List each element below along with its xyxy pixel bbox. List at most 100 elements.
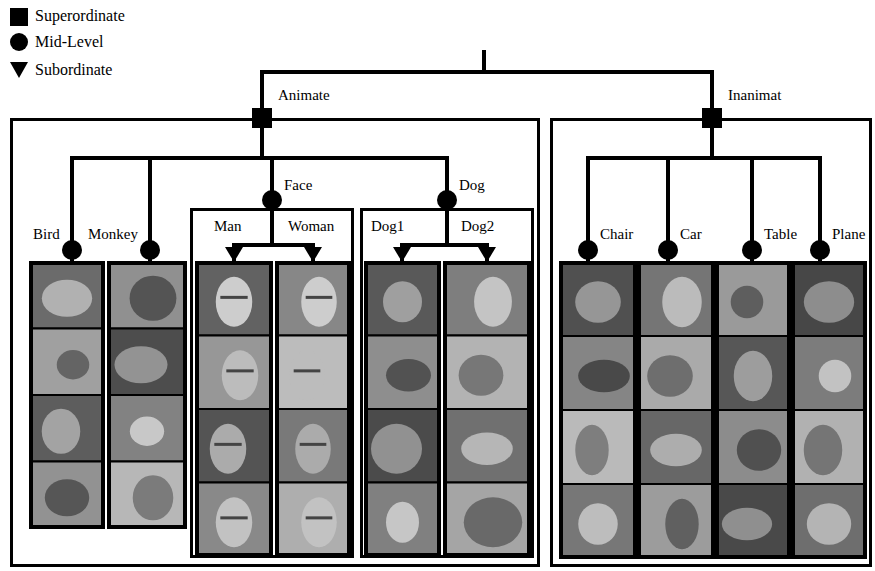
tree-branch — [262, 118, 447, 208]
category-column: Chair — [560, 262, 636, 558]
photo-subject — [133, 475, 174, 520]
photo-tile — [716, 410, 790, 484]
photo-tile — [638, 262, 714, 336]
photo-face — [301, 497, 337, 547]
category-label: Animate — [278, 87, 330, 104]
mid-level-marker — [262, 190, 282, 210]
photo-tile — [276, 336, 350, 410]
category-column: Man — [196, 262, 272, 556]
tree-branch — [72, 118, 262, 262]
photo-subject — [130, 276, 177, 321]
photo-tile — [108, 395, 186, 462]
photo-tile — [196, 336, 272, 410]
photo-tile — [444, 262, 530, 336]
photo-subject — [45, 479, 89, 516]
photo-subject — [114, 346, 167, 383]
photo-tile — [196, 483, 272, 557]
photo-tile — [276, 262, 350, 336]
category-column: Table — [716, 262, 790, 558]
photo-tile — [792, 262, 866, 336]
photo-face — [222, 350, 258, 400]
category-label: Dog2 — [461, 218, 494, 235]
category-label: Plane — [832, 226, 865, 243]
category-label: Inanimat — [728, 87, 781, 104]
photo-subject — [807, 503, 851, 544]
legend-text: Mid-Level — [35, 33, 103, 51]
photo-tile — [716, 484, 790, 558]
photo-subject — [57, 350, 90, 379]
photo-subject — [42, 409, 80, 454]
photo-subject — [731, 286, 764, 319]
category-box: AnimateBirdMonkeyFaceManWomanDogDog1Dog2 — [10, 118, 540, 567]
subordinate-marker — [393, 247, 411, 262]
photo-face — [210, 424, 246, 474]
photo-subject — [578, 503, 618, 544]
mid-level-marker — [578, 240, 598, 260]
mid-level-marker — [437, 190, 457, 210]
photo-face — [289, 350, 325, 400]
category-column: Dog2 — [444, 262, 530, 556]
photo-eyes — [220, 516, 247, 519]
category-label: Dog1 — [371, 218, 404, 235]
photo-tile — [638, 336, 714, 410]
photo-tile — [108, 462, 186, 529]
photo-eyes — [220, 296, 247, 299]
photo-tile — [30, 462, 104, 529]
photo-subject — [383, 281, 422, 322]
tree-branch — [150, 118, 262, 262]
category-label: Dog — [459, 177, 485, 194]
category-column: Dog1 — [365, 262, 440, 556]
photo-tile — [108, 329, 186, 396]
photo-subject — [804, 281, 854, 322]
photo-face — [216, 497, 252, 547]
tree-branch — [668, 118, 712, 262]
photo-tile — [560, 410, 636, 484]
tree-branch — [447, 208, 487, 262]
legend-text: Superordinate — [35, 7, 125, 25]
photo-face — [295, 424, 331, 474]
photo-eyes — [226, 369, 253, 372]
photo-tile — [444, 483, 530, 557]
photo-subject — [578, 360, 630, 393]
photo-tile — [792, 410, 866, 484]
photo-tile — [560, 262, 636, 336]
photo-eyes — [294, 369, 321, 372]
photo-face — [301, 277, 337, 327]
photo-tile — [638, 410, 714, 484]
photo-subject — [371, 424, 422, 474]
photo-subject — [665, 499, 698, 549]
photo-tile — [30, 262, 104, 329]
photo-tile — [638, 484, 714, 558]
photo-tile — [792, 484, 866, 558]
photo-subject — [474, 277, 512, 327]
category-box: InanimatChairCarTablePlane — [550, 118, 872, 567]
photo-eyes — [300, 443, 327, 446]
photo-subject — [130, 417, 164, 446]
category-label: Man — [214, 218, 242, 235]
photo-tile — [444, 409, 530, 483]
tree-branch — [588, 118, 712, 262]
tree-branch — [712, 118, 820, 262]
category-column: Bird — [30, 262, 104, 528]
root-branch — [260, 50, 714, 118]
category-box: FaceManWoman — [190, 208, 354, 558]
legend-circle — [10, 33, 28, 51]
mid-level-marker — [658, 240, 678, 260]
category-label: Monkey — [88, 226, 138, 243]
category-column: Plane — [792, 262, 866, 558]
photo-tile — [444, 336, 530, 410]
photo-subject — [819, 360, 852, 393]
photo-eyes — [306, 516, 333, 519]
photo-subject — [722, 508, 772, 541]
tree-branch — [272, 208, 313, 262]
legend-square — [10, 8, 28, 26]
photo-tile — [560, 336, 636, 410]
photo-tile — [716, 336, 790, 410]
mid-level-marker — [742, 240, 762, 260]
photo-tile — [30, 395, 104, 462]
category-box: DogDog1Dog2 — [360, 208, 534, 558]
photo-tile — [30, 329, 104, 396]
tree-branch — [712, 118, 752, 262]
legend-triangle — [10, 62, 28, 78]
